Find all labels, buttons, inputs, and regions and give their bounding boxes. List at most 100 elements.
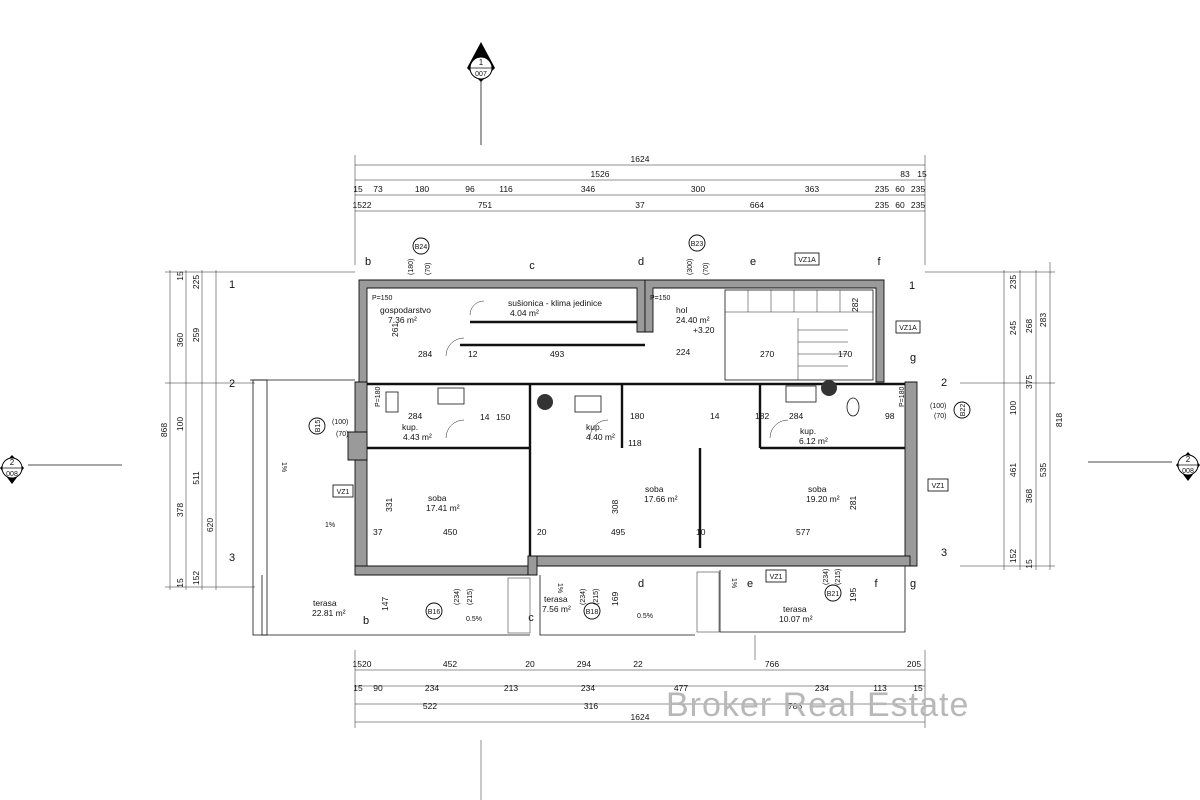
terrace-outlines — [250, 379, 906, 636]
window-code-7: (215) — [467, 589, 474, 605]
inner-dim-0: 284 — [418, 349, 432, 359]
window-code-12: (100) — [930, 403, 946, 410]
inner-dim-1: 493 — [550, 349, 564, 359]
tag-B22: B22 — [960, 404, 967, 417]
grid-letter-f-bottom: f — [874, 578, 878, 590]
grid-number-2-right: 2 — [941, 377, 947, 389]
grid-letter-d-bottom: d — [638, 578, 644, 590]
dim-right-2: 268 — [1024, 319, 1034, 333]
inner-dim-22: 281 — [848, 496, 858, 510]
sanitary-fixtures — [385, 380, 860, 417]
dim-bottom-r2-0: 15 — [353, 683, 363, 693]
inner-dim-13: 182 — [755, 411, 769, 421]
dim-left-2: 259 — [191, 328, 201, 342]
dim-right-4: 235 — [1008, 275, 1018, 289]
dim-bottom-r3-1: 316 — [584, 701, 598, 711]
section-mark-left: 2 008 — [0, 455, 122, 484]
slope-4: 0.5% — [466, 616, 482, 623]
window-code-11: (215) — [835, 569, 842, 585]
inner-dim-21: 308 — [610, 500, 620, 514]
tag-B23: B23 — [691, 241, 704, 248]
section-mark-right: 2 008 — [1088, 452, 1200, 481]
dim-right-8: 461 — [1008, 463, 1018, 477]
dim-bottom-r1-3: 294 — [577, 659, 591, 669]
room-labels: gospodarstvo 7.36 m² sušionica - klima j… — [312, 298, 840, 624]
room-terasa2-area: 7.56 m² — [542, 604, 571, 614]
inner-dim-10: 14 — [480, 412, 490, 422]
tag-VZ1A-top: VZ1A — [798, 257, 816, 264]
grid-number-1-left: 1 — [229, 279, 235, 291]
dim-bottom-r2-5: 477 — [674, 683, 688, 693]
inner-dim-12: 14 — [710, 411, 720, 421]
room-kup1-area: 4.43 m² — [403, 432, 432, 442]
dim-bottom-r1-1: 452 — [443, 659, 457, 669]
grid-letter-c: c — [529, 260, 535, 272]
tag-VZ1-bottom: VZ1 — [770, 574, 783, 581]
room-terasa3-name: terasa — [783, 604, 807, 614]
inner-dim-26: 147 — [380, 597, 390, 611]
room-kup3-area: 6.12 m² — [799, 436, 828, 446]
dim-top-right-b: 15 — [917, 169, 927, 179]
slope-3: 1% — [730, 578, 737, 588]
inner-dim-16: 118 — [628, 438, 642, 448]
section-mark-top-sheet: 007 — [475, 71, 487, 78]
dim-left-9: 152 — [191, 571, 201, 585]
window-code-1: (70) — [425, 263, 432, 275]
dim-right-0: 818 — [1054, 413, 1064, 427]
section-mark-right-number: 2 — [1186, 455, 1191, 464]
window-codes: (180) (70) (300) (70) (100) (70) (234) (… — [332, 259, 946, 605]
window-code-10: (234) — [823, 569, 830, 585]
dim-bottom-overall: 1624 — [631, 712, 650, 722]
inner-dim-32: P=180 — [899, 386, 906, 407]
dim-bottom-r3-0: 522 — [423, 701, 437, 711]
inner-dim-2: 224 — [676, 347, 690, 357]
element-tags: B24 B23 B15 B16 B18 B21 B22 VZ1A VZ1A VZ… — [308, 234, 971, 620]
inner-dim-27: 169 — [610, 592, 620, 606]
dim-left-8: 620 — [205, 518, 215, 532]
dim-right-10: 152 — [1008, 549, 1018, 563]
slope-1: 1% — [325, 522, 335, 529]
dim-bottom-r2-6: 234 — [815, 683, 829, 693]
dim-right-6: 375 — [1024, 375, 1034, 389]
section-mark-left-number: 2 — [10, 458, 15, 467]
room-terasa1-area: 22.81 m² — [312, 608, 346, 618]
dim-row4-5: 60 — [895, 200, 905, 210]
grid-letter-g-bottom: g — [910, 578, 916, 590]
inner-dim-6: 282 — [850, 298, 860, 312]
grid-labels: b c d e f g b c d e f g 1 2 3 1 2 3 — [229, 256, 947, 627]
room-soba3-name: soba — [808, 484, 827, 494]
tag-B18: B18 — [586, 609, 599, 616]
room-kup3-name: kup. — [800, 426, 816, 436]
dim-left-5: 100 — [175, 417, 185, 431]
dim-bottom-r1-4: 22 — [633, 659, 643, 669]
dim-right-7: 535 — [1038, 463, 1048, 477]
dim-row3-0: 15 — [353, 184, 363, 194]
grid-number-1-right: 1 — [909, 280, 915, 292]
tag-B24: B24 — [415, 244, 428, 251]
dim-left-3: 225 — [191, 275, 201, 289]
dim-row4-3: 664 — [750, 200, 764, 210]
window-code-4: (100) — [332, 419, 348, 426]
dim-right-5: 100 — [1008, 401, 1018, 415]
dim-row4-2: 37 — [635, 200, 645, 210]
grid-letter-e-bottom: e — [747, 578, 753, 590]
room-soba1-area: 17.41 m² — [426, 503, 460, 513]
room-terasa3-area: 10.07 m² — [779, 614, 813, 624]
dim-top-right-a: 83 — [900, 169, 910, 179]
dim-row4-4: 235 — [875, 200, 889, 210]
dim-right-1: 283 — [1038, 313, 1048, 327]
dim-top-overall: 1624 — [631, 154, 650, 164]
dim-right-9: 368 — [1024, 489, 1034, 503]
dim-bottom-r2-4: 234 — [581, 683, 595, 693]
grid-letter-b-bottom: b — [363, 615, 369, 627]
inner-dim-24: 20 — [537, 527, 547, 537]
section-mark-right-sheet: 008 — [1182, 468, 1194, 475]
room-susionica-area: 4.04 m² — [510, 308, 539, 318]
dim-row3-6: 300 — [691, 184, 705, 194]
dim-row3-3: 96 — [465, 184, 475, 194]
inner-dim-30: P=150 — [650, 295, 671, 302]
room-hol-area: 24.40 m² — [676, 315, 710, 325]
window-code-3: (70) — [703, 263, 710, 275]
tag-VZ1-right: VZ1 — [932, 483, 945, 490]
